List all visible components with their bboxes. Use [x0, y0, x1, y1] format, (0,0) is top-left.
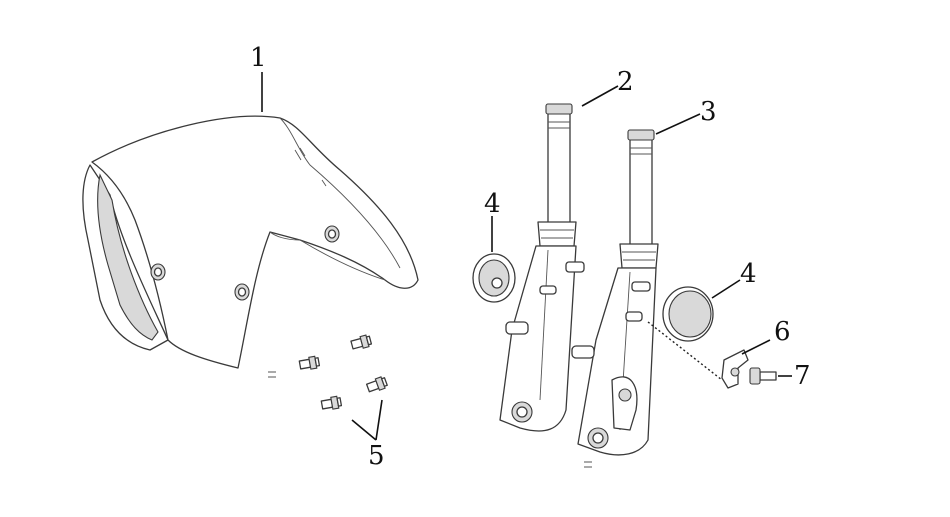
left-cap: [472, 253, 516, 303]
leader-6: [741, 339, 771, 355]
leader-lines: [261, 72, 792, 441]
front-fender: [82, 115, 419, 369]
callout-3: 3: [700, 97, 717, 127]
bolt-3: [365, 376, 388, 393]
bolt-1: [350, 334, 373, 350]
bracket-clip: [721, 349, 749, 389]
callout-4-right: 4: [740, 259, 757, 289]
callout-1: 1: [250, 43, 267, 73]
right-cap: [662, 286, 714, 342]
leader-4b: [711, 279, 741, 299]
bolt-2: [298, 355, 321, 370]
callout-7: 7: [794, 361, 811, 391]
callout-2: 2: [617, 67, 634, 97]
callout-4-left: 4: [484, 189, 501, 219]
bolt-4: [320, 395, 343, 410]
leader-3: [655, 113, 701, 135]
right-fork-leg: [571, 129, 659, 468]
leader-2: [581, 85, 619, 107]
callout-6: 6: [774, 317, 791, 347]
callout-5: 5: [368, 441, 385, 471]
callout-labels: 1 2 3 4 4 5 6 7: [250, 43, 811, 471]
leader-dashed: [647, 321, 723, 381]
fender-bolts: [268, 334, 388, 410]
leader-5: [351, 399, 383, 441]
clip-screw: [749, 367, 777, 385]
left-fork-leg: [499, 103, 585, 432]
